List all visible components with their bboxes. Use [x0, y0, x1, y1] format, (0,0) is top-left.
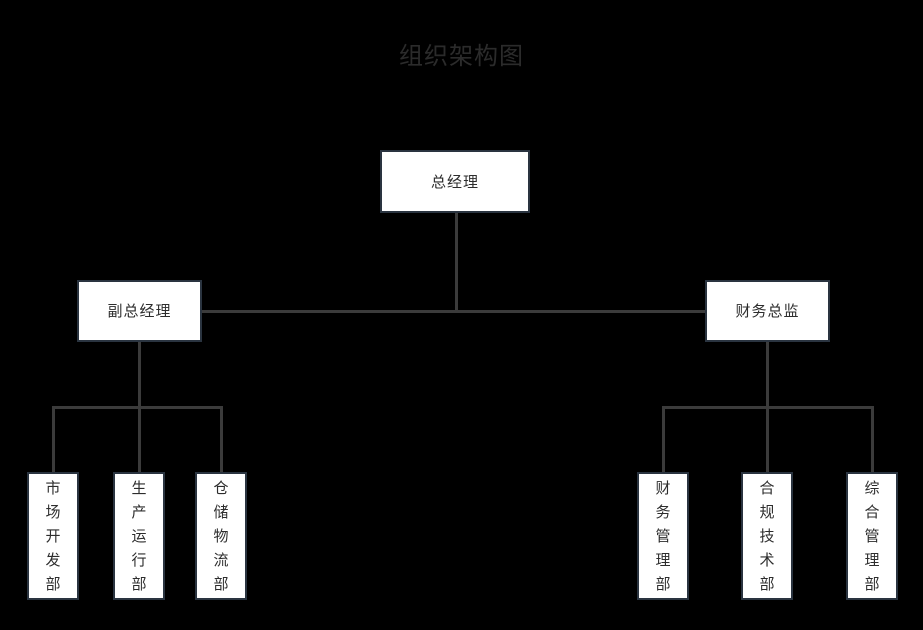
edge-left-mid-drop: [138, 342, 141, 408]
edge-left-child-drop-2: [138, 406, 141, 472]
edge-right-mid-drop: [766, 342, 769, 408]
node-label: 生产运行部: [131, 479, 147, 593]
node-label: 总经理: [430, 172, 479, 191]
edge-right-child-drop-2: [766, 406, 769, 472]
node-market-development-dept[interactable]: 市场开发部: [27, 472, 79, 600]
node-production-operations-dept[interactable]: 生产运行部: [113, 472, 165, 600]
node-warehousing-logistics-dept[interactable]: 仓储物流部: [195, 472, 247, 600]
edge-mid-bus: [139, 310, 767, 313]
edge-left-child-drop-3: [220, 406, 223, 472]
page-title: 组织架构图: [399, 42, 524, 70]
node-label: 市场开发部: [45, 479, 61, 593]
edge-left-child-bus: [52, 406, 222, 409]
node-compliance-technology-dept[interactable]: 合规技术部: [741, 472, 793, 600]
node-label: 仓储物流部: [213, 479, 229, 593]
node-general-manager[interactable]: 总经理: [380, 150, 530, 213]
node-label: 副总经理: [107, 302, 172, 320]
edge-right-child-drop-3: [871, 406, 874, 472]
node-general-administration-dept[interactable]: 综合管理部: [846, 472, 898, 600]
node-label: 财务总监: [735, 302, 800, 320]
node-label: 合规技术部: [759, 479, 775, 593]
edge-right-child-drop-1: [662, 406, 665, 472]
node-financial-management-dept[interactable]: 财务管理部: [637, 472, 689, 600]
node-finance-director[interactable]: 财务总监: [705, 280, 830, 342]
edge-left-child-drop-1: [52, 406, 55, 472]
node-label: 综合管理部: [864, 479, 880, 593]
node-deputy-general-manager[interactable]: 副总经理: [77, 280, 202, 342]
node-label: 财务管理部: [655, 479, 671, 593]
edge-root-drop: [455, 213, 458, 311]
